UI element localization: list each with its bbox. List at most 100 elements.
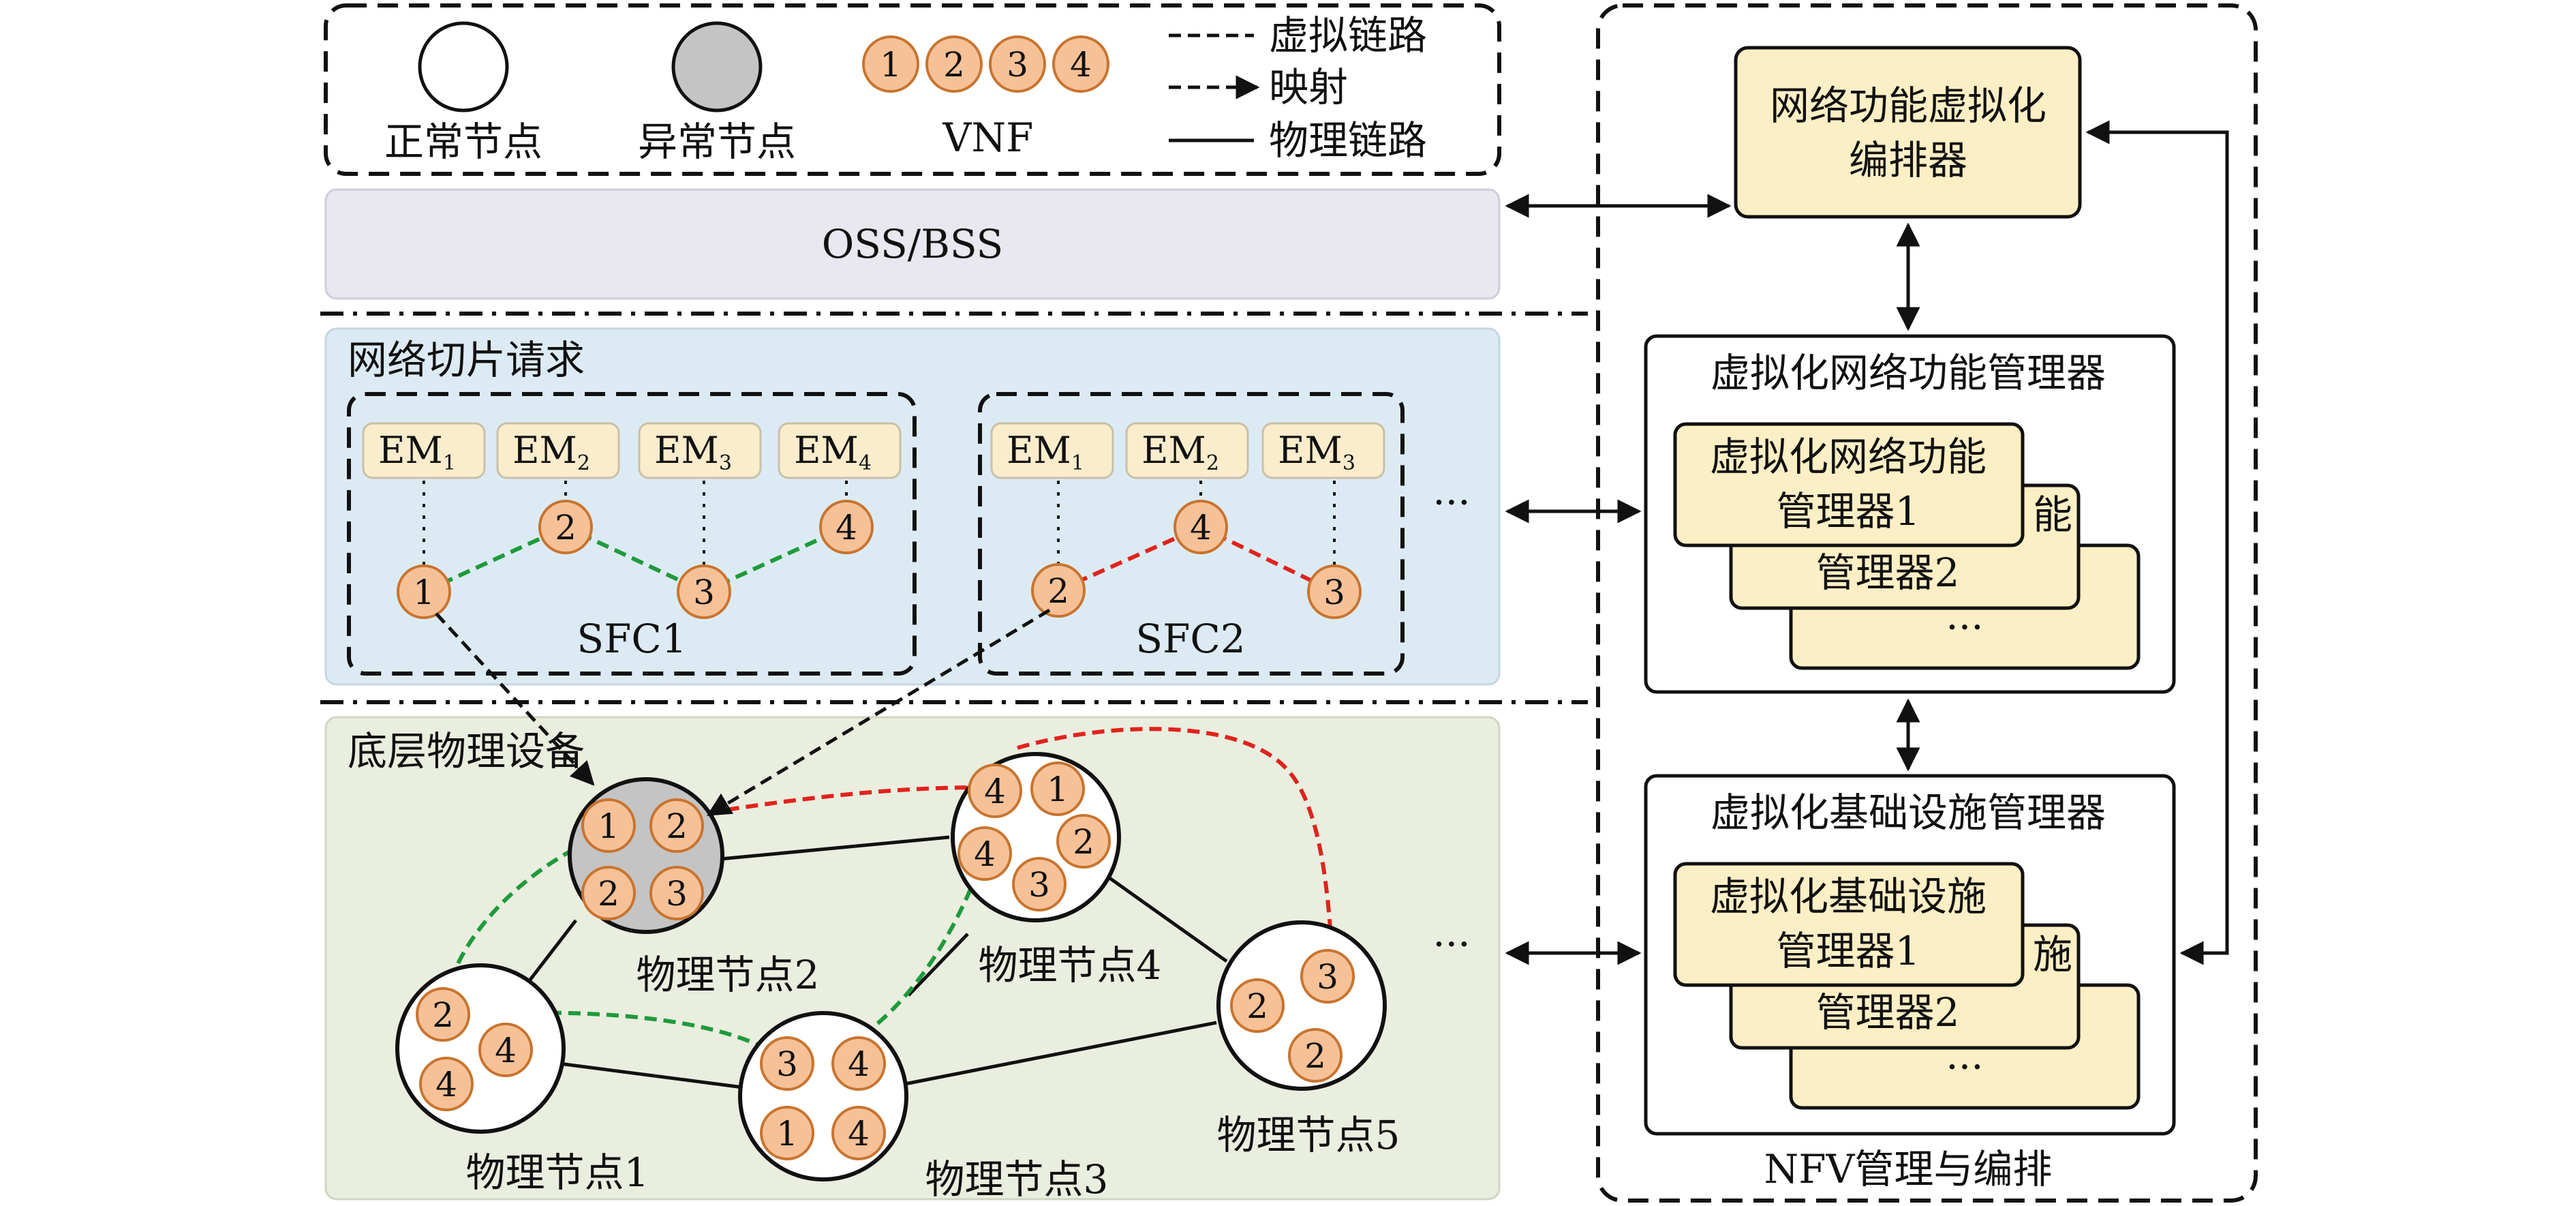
sfc2-box: [978, 392, 1405, 676]
sfc2-em-2-base: EM: [1141, 429, 1206, 472]
legend-virtual-link-label: 虚拟链路: [1269, 12, 1427, 59]
physical-node-4-label: 物理节点4: [979, 942, 1162, 989]
legend-normal-node-icon: [418, 21, 509, 112]
sfc1-em-3-base: EM: [654, 429, 719, 472]
sfc1-em-1: EM1: [362, 422, 486, 479]
sfc1-vnf-1-num: 1: [413, 573, 435, 612]
physical-node-5: 3 2 2: [1216, 920, 1387, 1091]
sfc2-vnf-1: 2: [1031, 563, 1086, 618]
sfc2-vnf-1-num: 2: [1047, 571, 1069, 611]
legend-vnf-1: [862, 35, 919, 93]
legend-vnf-3: [989, 35, 1046, 93]
node5-vnf-c: 2: [1304, 1036, 1326, 1076]
sfc1-em-4-sub: 4: [859, 451, 872, 475]
mapping-arrow-sfc2: [706, 608, 1051, 817]
svg-text:EM3: EM3: [654, 429, 732, 475]
svg-text:EM2: EM2: [1141, 429, 1219, 475]
physical-links: [522, 835, 1228, 1089]
nfvo-box: [1734, 46, 2082, 219]
physical-node-2-label: 物理节点2: [637, 952, 820, 998]
vnfm-card-2-tail: 能: [2033, 492, 2072, 538]
legend-abnormal-node-icon: [671, 21, 763, 112]
sfc2-em-1-sub: 1: [1071, 451, 1084, 475]
sfc1-em-1-sub: 1: [443, 451, 456, 475]
sfc1-vnf-3: 3: [677, 564, 731, 619]
sfc1-vnf-2-num: 2: [555, 508, 577, 547]
node2-vnf-a: 1: [598, 806, 619, 846]
node4-vnf-e: 3: [1028, 865, 1050, 905]
legend-vnf-3-num: 3: [1007, 45, 1028, 85]
physical-node-4: 4 1 4 2 3: [951, 752, 1121, 922]
physical-node-2: 1 2 2 3: [568, 777, 724, 934]
node4-vnf-a: 4: [984, 772, 1006, 811]
sfc1-vnf-3-num: 3: [693, 573, 715, 612]
node1-vnf-c: 4: [435, 1065, 457, 1104]
sfc2-label: SFC2: [1135, 616, 1245, 662]
vnfm-card-1: [1673, 422, 2025, 547]
svg-text:EM4: EM4: [794, 429, 872, 475]
sfc2-em-3-sub: 3: [1343, 451, 1355, 475]
vim-title: 虚拟化基础设施管理器: [1711, 789, 2106, 836]
node3-vnf-a: 3: [776, 1044, 798, 1084]
mapping-arrow-sfc1: [435, 612, 595, 786]
legend-vnf-label: VNF: [942, 115, 1034, 161]
sfc1-vnf-4: 4: [819, 500, 874, 554]
sfc1-label: SFC1: [577, 616, 686, 662]
sfc1-em-4-base: EM: [794, 429, 859, 472]
sfc1-em-1-base: EM: [378, 429, 443, 472]
oss-bss-label: OSS/BSS: [822, 221, 1004, 267]
vim-card-2-label: 管理器2: [1816, 989, 1960, 1036]
vim-card-1: [1673, 862, 2025, 987]
sfc2-em-2: EM2: [1125, 422, 1249, 479]
sfc1-vnf-2: 2: [538, 500, 593, 554]
node2-vnf-c: 2: [598, 874, 619, 914]
svg-text:EM1: EM1: [1007, 429, 1084, 475]
arrow-nfvo-vim: [2085, 120, 2229, 965]
vim-card-2-tail: 施: [2033, 931, 2072, 978]
sfc2-em-1: EM1: [990, 422, 1114, 479]
phys-red-link-a: [707, 785, 980, 815]
node2-vnf-d: 3: [666, 874, 688, 914]
sfc1-em-3-sub: 3: [719, 451, 732, 475]
legend-vnf-4: [1052, 35, 1109, 93]
legend-mapping-label: 映射: [1269, 64, 1348, 110]
node1-vnf-a: 2: [432, 995, 454, 1035]
mano-title: NFV管理与编排: [1764, 1146, 2053, 1192]
sfc1-vnf-1: 1: [397, 564, 451, 619]
vim-card-3-label: ···: [1946, 1044, 1983, 1090]
node3-vnf-d: 4: [848, 1114, 870, 1154]
physical-node-3-label: 物理节点3: [925, 1156, 1109, 1203]
sfc2-vnf-2: 4: [1174, 500, 1228, 554]
node3-vnf-c: 1: [776, 1114, 798, 1154]
legend-abnormal-node-label: 异常节点: [638, 119, 796, 165]
slice-request-panel: [324, 327, 1501, 686]
phys-red-link-b: [1017, 727, 1332, 929]
vnfm-card-1-line2: 管理器1: [1777, 488, 1920, 534]
slice-request-title: 网络切片请求: [348, 337, 585, 383]
slice-request-ellipsis: ···: [1432, 479, 1470, 526]
nfvo-label-line2: 编排器: [1849, 137, 1967, 183]
node5-vnf-b: 2: [1246, 986, 1268, 1026]
vnfm-card-3-label: ···: [1946, 604, 1983, 650]
legend-box: [324, 3, 1501, 176]
node3-vnf-b: 4: [848, 1044, 870, 1084]
legend-vnf-icons: 1 2 3 4: [862, 35, 1109, 93]
node4-vnf-d: 2: [1073, 822, 1094, 862]
vim-card-1-line1: 虚拟化基础设施: [1710, 873, 1987, 920]
sfc2-em-2-sub: 2: [1206, 451, 1219, 475]
sfc2-vnf-3: 3: [1307, 564, 1362, 619]
sfc1-em-2: EM2: [496, 422, 620, 479]
vnfm-title: 虚拟化网络功能管理器: [1711, 350, 2106, 396]
sfc2-em-1-base: EM: [1007, 429, 1071, 472]
physical-node-3: 3 4 1 4: [738, 1011, 908, 1181]
legend-physical-link-label: 物理链路: [1269, 117, 1427, 164]
phys-green-link-a: [441, 831, 610, 1015]
physical-ellipsis: ···: [1432, 921, 1470, 967]
legend-vnf-2: [925, 35, 983, 93]
sfc2-em-3-base: EM: [1278, 429, 1343, 472]
node4-vnf-c: 4: [974, 834, 996, 874]
legend-vnf-2-num: 2: [943, 45, 965, 85]
legend-vnf-1-num: 1: [880, 45, 902, 85]
mano-box: [1596, 3, 2258, 1203]
